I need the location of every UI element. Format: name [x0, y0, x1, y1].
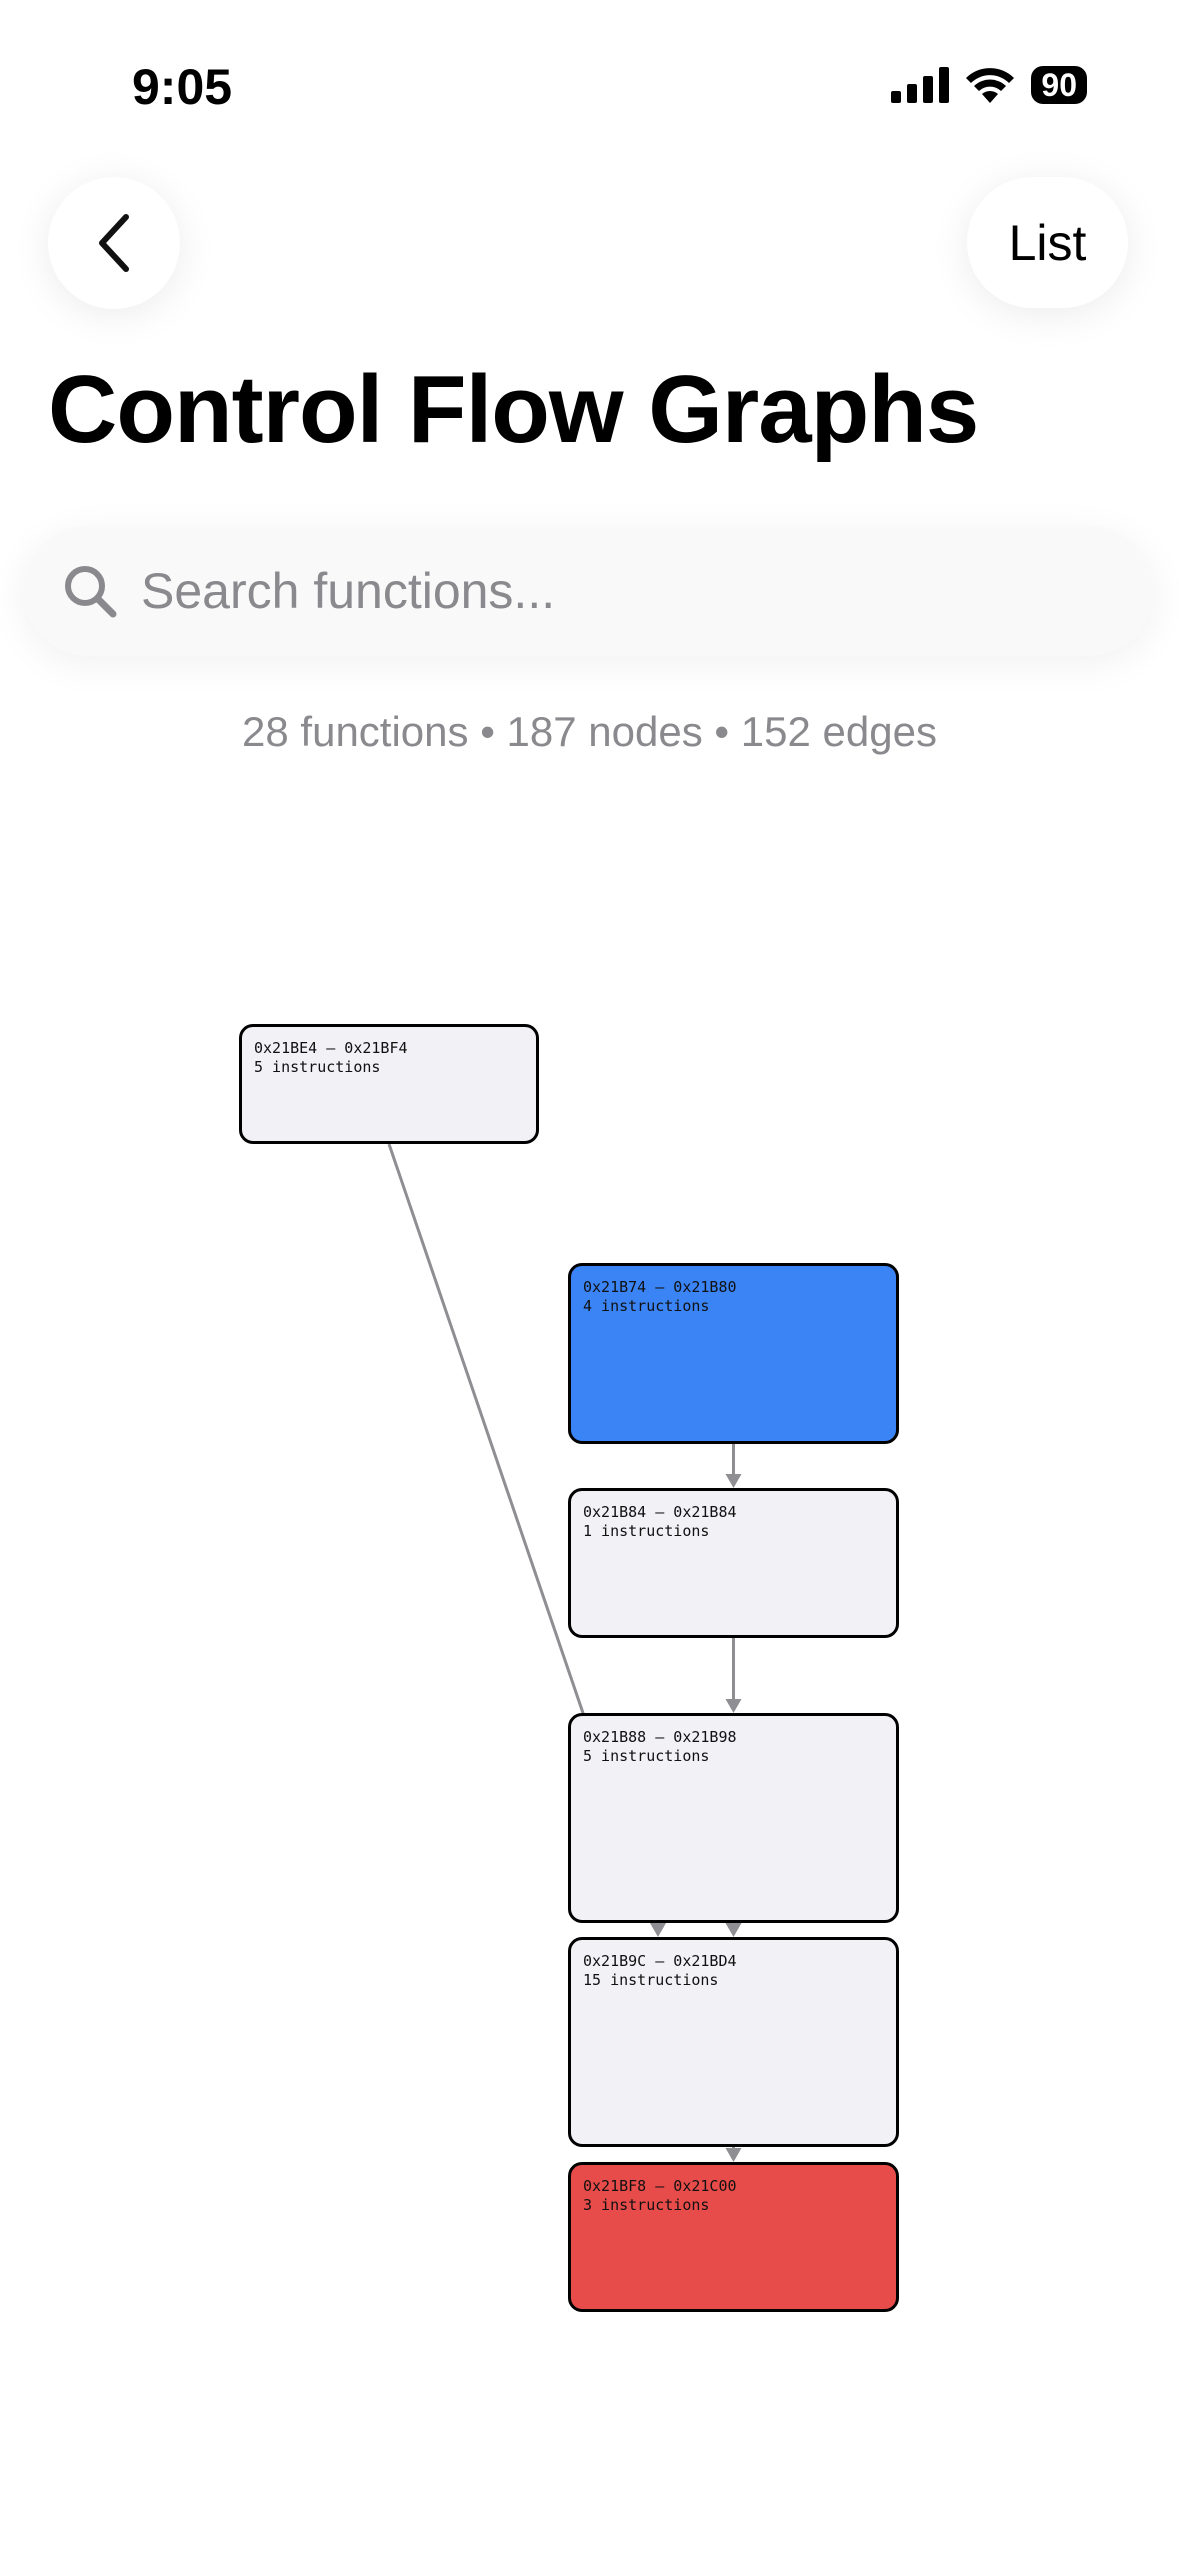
edge-arrowhead: [650, 1923, 666, 1937]
node-instruction-count: 3 instructions: [583, 2196, 710, 2214]
back-button[interactable]: [48, 177, 180, 309]
node-address-range: 0x21B9C – 0x21BD4: [583, 1952, 737, 1970]
chevron-left-icon: [99, 214, 129, 272]
status-time: 9:05: [132, 59, 233, 115]
node-address-range: 0x21B84 – 0x21B84: [583, 1503, 737, 1521]
search-input[interactable]: Search functions...: [141, 563, 556, 619]
node-instruction-count: 5 instructions: [254, 1058, 381, 1076]
node-address-range: 0x21BF8 – 0x21C00: [583, 2177, 737, 2195]
node-instruction-count: 15 instructions: [583, 1971, 719, 1989]
search-icon: [65, 566, 117, 618]
node-address-range: 0x21B88 – 0x21B98: [583, 1728, 737, 1746]
edge-arrowhead: [725, 2148, 742, 2162]
graph-stats: 28 functions • 187 nodes • 152 edges: [242, 708, 937, 755]
list-button[interactable]: List: [967, 177, 1128, 308]
node-address-range: 0x21B74 – 0x21B80: [583, 1278, 737, 1296]
status-icons: 90: [891, 66, 1087, 104]
signal-icon: [891, 67, 950, 103]
battery-indicator: 90: [1031, 66, 1087, 104]
wifi-icon: [966, 68, 1015, 103]
node-instruction-count: 1 instructions: [583, 1522, 710, 1540]
edge-arrowhead: [725, 1474, 742, 1488]
node-instruction-count: 4 instructions: [583, 1297, 710, 1315]
page-title: Control Flow Graphs: [48, 356, 979, 463]
edge-arrowhead: [725, 1699, 742, 1713]
node-address-range: 0x21BE4 – 0x21BF4: [254, 1039, 408, 1057]
edge-arrowhead: [725, 1923, 742, 1937]
node-instruction-count: 5 instructions: [583, 1747, 710, 1765]
search-field[interactable]: Search functions...: [23, 526, 1154, 656]
